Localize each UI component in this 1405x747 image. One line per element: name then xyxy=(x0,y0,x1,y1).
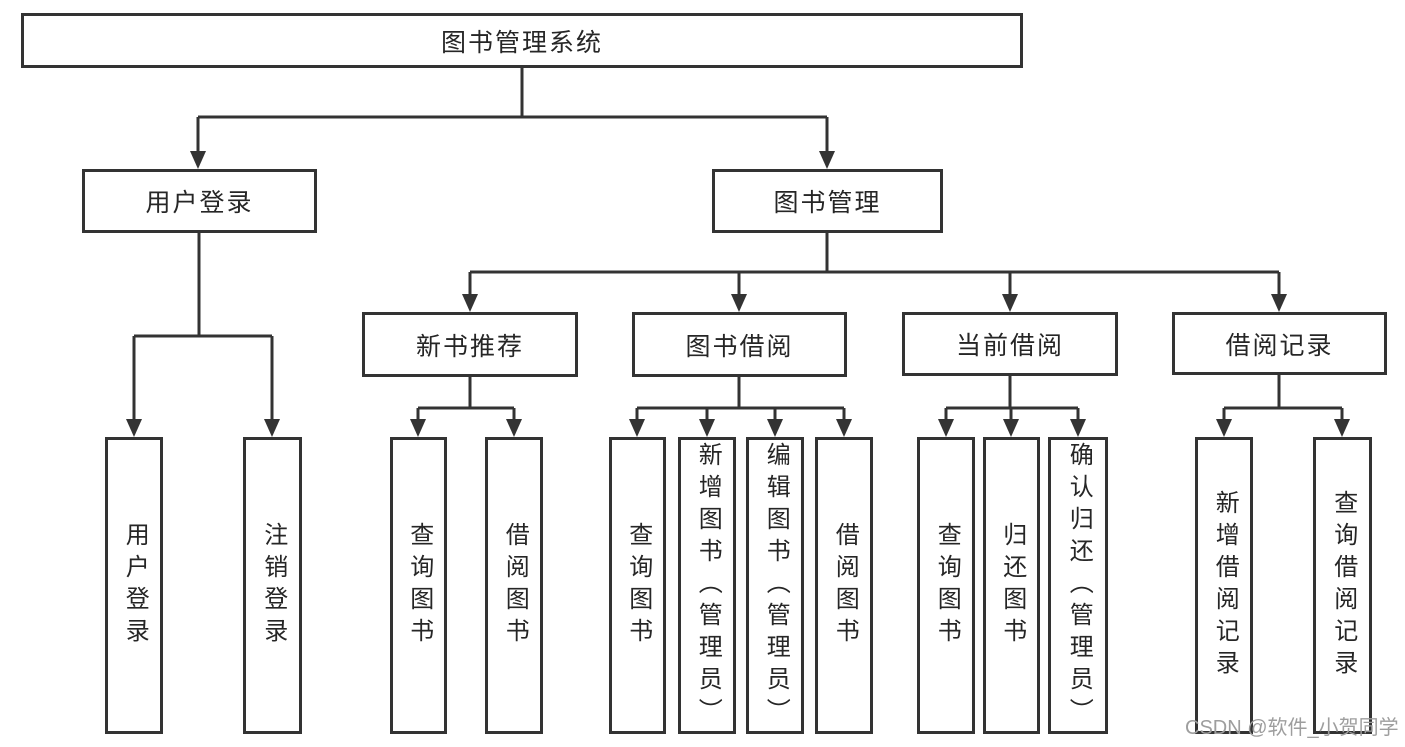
arrowhead-icon xyxy=(1216,419,1232,437)
leaf-label: 确认归还（管理员） xyxy=(1065,441,1093,730)
node-new-book-recommendation: 新书推荐 xyxy=(362,312,578,377)
node-borrowing-records: 借阅记录 xyxy=(1172,312,1387,375)
arrowhead-icon xyxy=(1070,419,1086,437)
connector-book-mgmt-to-level3 xyxy=(462,233,1287,312)
leaf-label: 借阅图书 xyxy=(831,521,859,650)
node-book-management: 图书管理 xyxy=(712,169,943,233)
arrowhead-icon xyxy=(836,419,852,437)
arrowhead-icon xyxy=(938,419,954,437)
leaf-label: 归还图书 xyxy=(998,521,1026,650)
leaf-records-query-record: 查询借阅记录 xyxy=(1313,437,1372,734)
leaf-user-login: 用户登录 xyxy=(105,437,163,734)
leaf-label: 借阅图书 xyxy=(501,521,529,650)
leaf-records-add-record: 新增借阅记录 xyxy=(1195,437,1253,734)
leaf-current-return-books: 归还图书 xyxy=(983,437,1040,734)
arrowhead-icon xyxy=(506,419,522,437)
leaf-current-confirm-return-admin: 确认归还（管理员） xyxy=(1048,437,1108,734)
arrowhead-icon xyxy=(462,294,478,312)
watermark: CSDN @软件_小贺同学 xyxy=(1185,717,1399,739)
arrowhead-icon xyxy=(190,151,206,169)
leaf-label: 查询图书 xyxy=(933,521,961,650)
arrowhead-icon xyxy=(1271,294,1287,312)
arrowhead-icon xyxy=(767,419,783,437)
leaf-current-query-books: 查询图书 xyxy=(917,437,975,734)
arrowhead-icon xyxy=(731,294,747,312)
leaf-newbook-borrow-books: 借阅图书 xyxy=(485,437,543,734)
leaf-logout: 注销登录 xyxy=(243,437,302,734)
leaf-label: 用户登录 xyxy=(121,521,149,650)
node-book-borrowing: 图书借阅 xyxy=(632,312,847,377)
arrowhead-icon xyxy=(699,419,715,437)
connector-user-login-children xyxy=(126,233,280,437)
arrowhead-icon xyxy=(1003,419,1019,437)
leaf-label: 查询借阅记录 xyxy=(1329,489,1357,682)
leaf-borrow-query-books: 查询图书 xyxy=(609,437,666,734)
leaf-label: 新增借阅记录 xyxy=(1211,489,1239,682)
arrowhead-icon xyxy=(264,419,280,437)
leaf-label: 注销登录 xyxy=(259,521,287,650)
arrowhead-icon xyxy=(629,419,645,437)
connector-root-to-level2 xyxy=(190,68,835,169)
arrowhead-icon xyxy=(410,419,426,437)
node-root: 图书管理系统 xyxy=(21,13,1023,68)
leaf-borrow-edit-books-admin: 编辑图书（管理员） xyxy=(746,437,804,734)
connector-borrow-records-children xyxy=(1216,375,1350,437)
connector-new-book-children xyxy=(410,377,522,437)
node-current-borrowing: 当前借阅 xyxy=(902,312,1118,376)
arrowhead-icon xyxy=(126,419,142,437)
leaf-label: 新增图书（管理员） xyxy=(694,441,722,730)
leaf-newbook-query-books: 查询图书 xyxy=(390,437,447,734)
arrowhead-icon xyxy=(1334,419,1350,437)
arrowhead-icon xyxy=(1002,294,1018,312)
connector-book-borrow-children xyxy=(629,377,852,437)
leaf-label: 编辑图书（管理员） xyxy=(762,441,790,730)
arrowhead-icon xyxy=(819,151,835,169)
leaf-label: 查询图书 xyxy=(624,521,652,650)
leaf-borrow-borrow-books: 借阅图书 xyxy=(815,437,873,734)
connector-current-borrow-children xyxy=(938,376,1086,437)
leaf-borrow-add-books-admin: 新增图书（管理员） xyxy=(678,437,736,734)
node-user-login: 用户登录 xyxy=(82,169,317,233)
leaf-label: 查询图书 xyxy=(405,521,433,650)
